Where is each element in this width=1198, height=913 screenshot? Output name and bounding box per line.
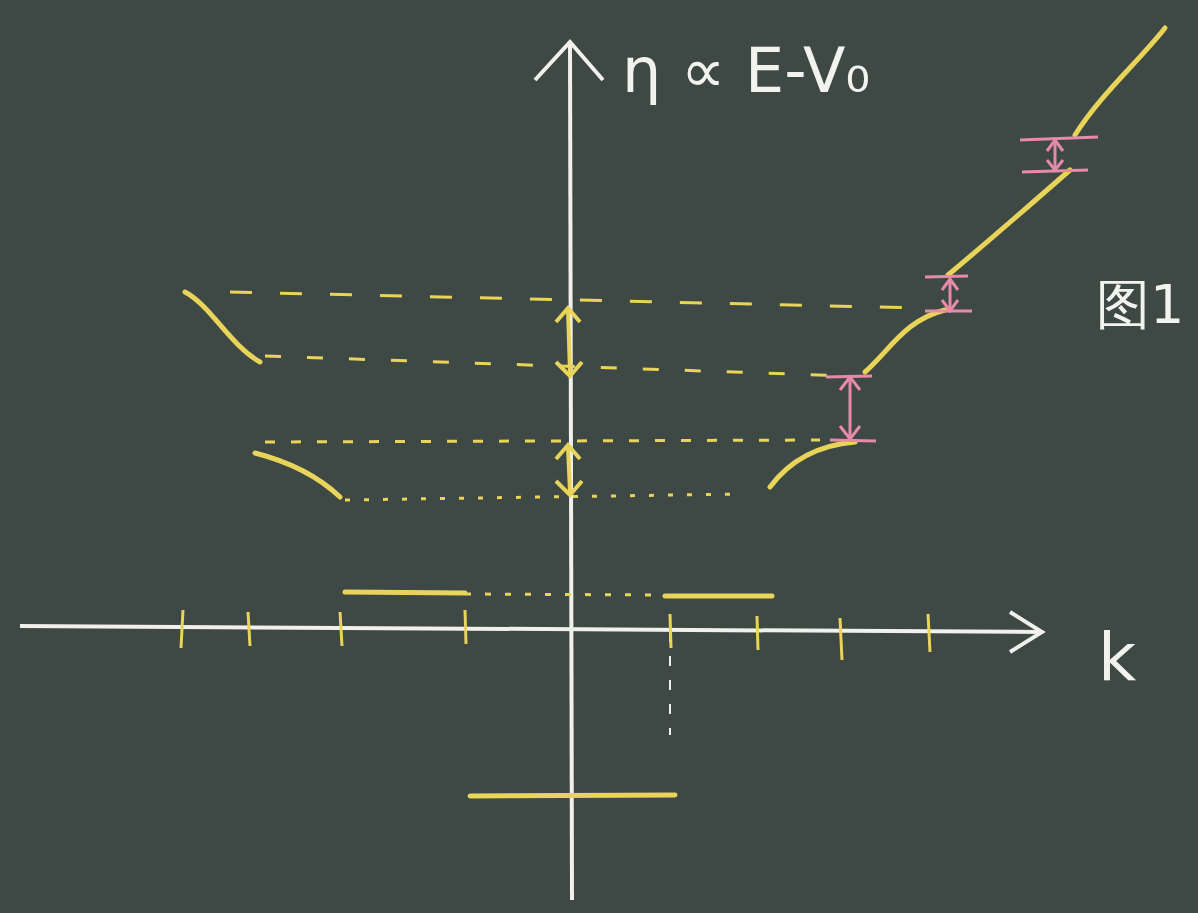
axis-ticks — [181, 610, 930, 660]
axis-arrowhead — [535, 42, 603, 80]
figure-label: 图1 — [1096, 278, 1184, 332]
axis-arrowhead — [1010, 612, 1042, 652]
axis-label: k — [1098, 625, 1136, 691]
gap-arrow — [826, 137, 1098, 441]
level-lines — [230, 292, 920, 595]
gap-arrow — [556, 308, 582, 495]
axis-label: η ∝ E-V₀ — [622, 40, 870, 102]
k-axis — [20, 626, 1040, 632]
energy-bands — [185, 28, 1165, 796]
